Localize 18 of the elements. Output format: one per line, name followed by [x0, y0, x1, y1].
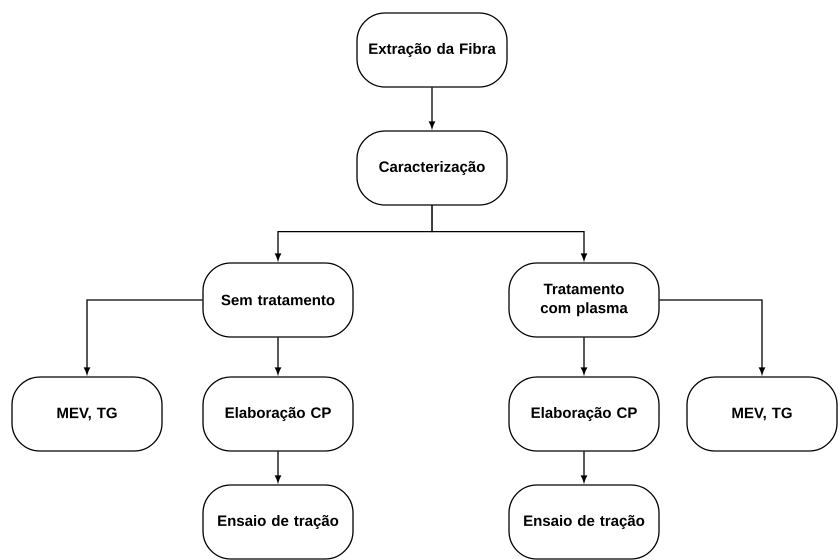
arrow	[429, 88, 435, 128]
arrow	[660, 299, 765, 374]
arrow	[275, 452, 281, 482]
process-box: Extração da Fibra	[356, 12, 508, 88]
process-box: Caracterização	[356, 130, 508, 206]
arrow	[581, 452, 587, 482]
process-box: Ensaio de tração	[508, 484, 660, 560]
arrow	[581, 338, 587, 374]
process-box: MEV, TG	[11, 376, 163, 452]
process-box: MEV, TG	[686, 376, 838, 452]
process-box: Elaboração CP	[202, 376, 354, 452]
arrow	[275, 338, 281, 374]
process-box: Ensaio de tração	[202, 484, 354, 560]
process-box: Elaboração CP	[508, 376, 660, 452]
arrow	[431, 206, 587, 260]
arrow	[84, 299, 202, 374]
process-box: Tratamento com plasma	[508, 262, 660, 338]
process-box: Sem tratamento	[202, 262, 354, 338]
